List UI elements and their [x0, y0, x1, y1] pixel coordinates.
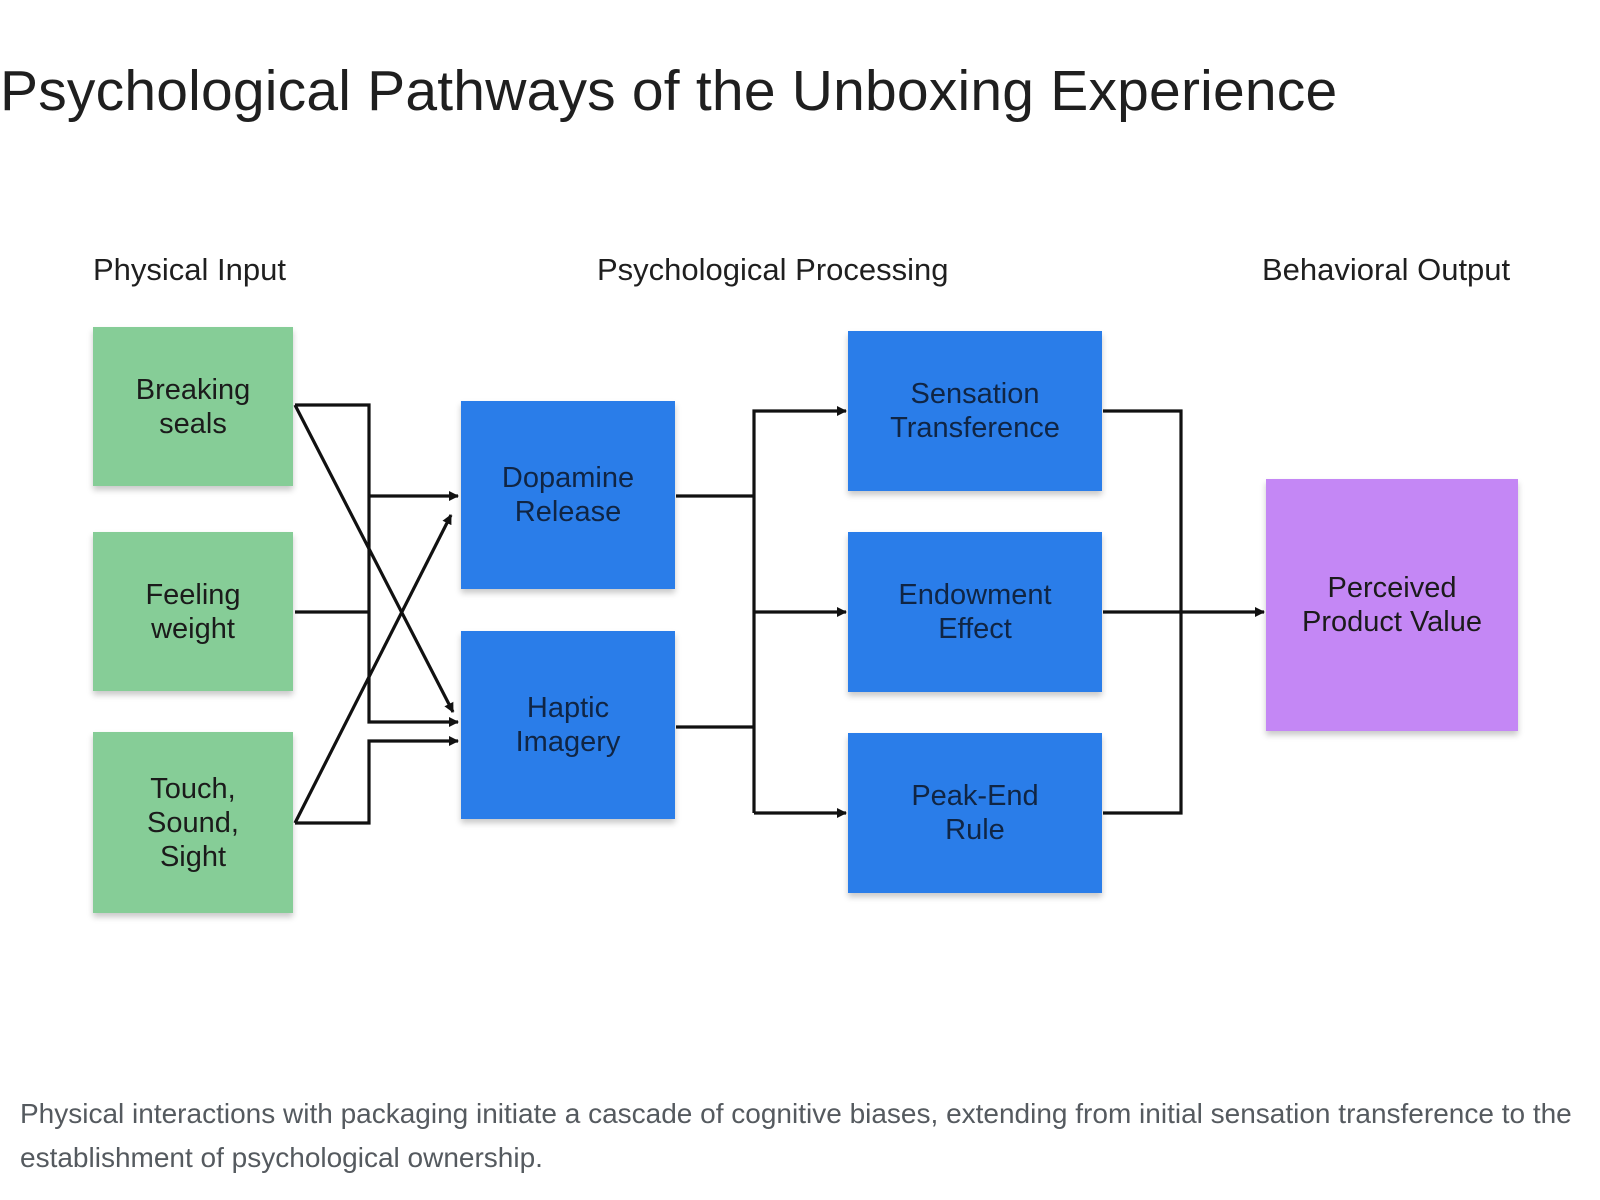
- figure-caption: Physical interactions with packaging ini…: [20, 1098, 1572, 1173]
- node-sensation-transference-label: Sensation Transference: [890, 378, 1060, 444]
- node-haptic-imagery: Haptic Imagery: [461, 631, 675, 819]
- connector-seals-bus: [295, 403, 459, 727]
- node-feeling-weight: Feeling weight: [93, 532, 293, 691]
- node-dopamine-release: Dopamine Release: [461, 401, 675, 589]
- column-heading-physical-input: Physical Input: [93, 252, 286, 287]
- node-touch-sound-sight-label: Touch, Sound, Sight: [147, 772, 239, 873]
- page-title: Psychological Pathways of the Unboxing E…: [0, 59, 1338, 123]
- connector-bus-sensation: [752, 406, 847, 813]
- connector-touch-haptic: [295, 736, 459, 825]
- node-perceived-product-value-label: Perceived Product Value: [1301, 572, 1483, 638]
- node-haptic-imagery-label: Haptic Imagery: [515, 692, 621, 758]
- node-sensation-transference: Sensation Transference: [848, 331, 1102, 491]
- node-breaking-seals: Breaking seals: [93, 327, 293, 486]
- node-dopamine-release-label: Dopamine Release: [501, 462, 635, 528]
- node-feeling-weight-label: Feeling weight: [145, 578, 241, 645]
- node-endowment-effect-label: Endowment Effect: [898, 579, 1052, 645]
- node-peak-end-rule-label: Peak-End Rule: [911, 780, 1039, 846]
- column-heading-behavioral-output: Behavioral Output: [1262, 252, 1511, 287]
- node-peak-end-rule: Peak-End Rule: [848, 733, 1102, 893]
- column-heading-psychological-processing: Psychological Processing: [597, 252, 949, 287]
- connector-touch-dopamine-diagonal: [293, 514, 453, 824]
- node-breaking-seals-label: Breaking seals: [135, 373, 251, 440]
- node-perceived-product-value: Perceived Product Value: [1266, 479, 1518, 731]
- node-touch-sound-sight: Touch, Sound, Sight: [93, 732, 293, 913]
- node-endowment-effect: Endowment Effect: [848, 532, 1102, 692]
- connector-seals-haptic-diagonal: [293, 404, 455, 713]
